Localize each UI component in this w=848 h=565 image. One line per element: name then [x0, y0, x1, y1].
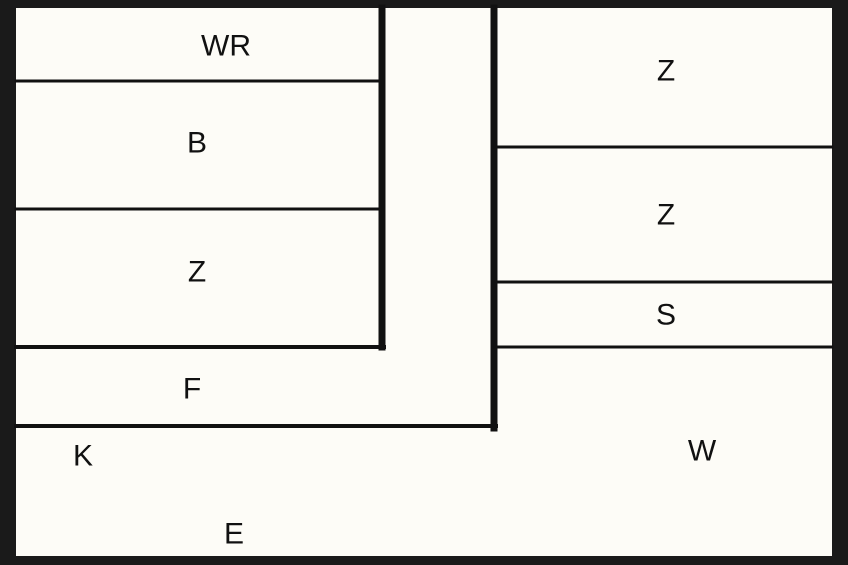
room-label-w: W	[688, 435, 717, 468]
walls	[14, 4, 834, 432]
room-label-z-right-top: Z	[657, 55, 675, 88]
room-label-wr: WR	[201, 30, 251, 63]
room-label-f: F	[183, 373, 201, 406]
room-label-z-right-mid: Z	[657, 199, 675, 232]
room-label-s: S	[656, 299, 676, 332]
room-label-e: E	[224, 518, 244, 551]
room-label-z-left: Z	[188, 256, 206, 289]
room-label-k: K	[73, 440, 93, 473]
room-label-b: B	[187, 127, 207, 160]
